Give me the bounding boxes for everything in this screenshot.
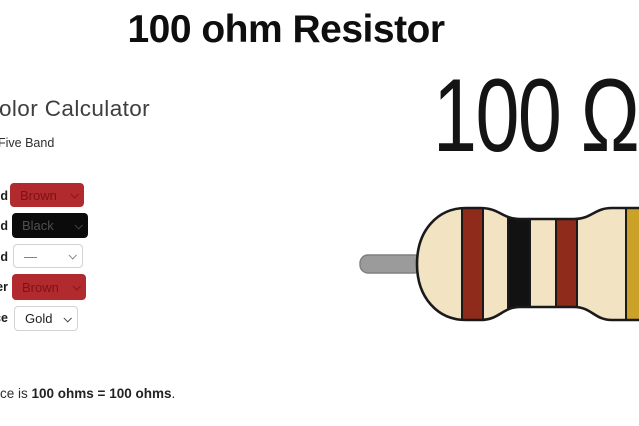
tolerance-select-value: Gold [25, 311, 53, 326]
resistor-lead [359, 254, 423, 274]
chevron-down-icon [70, 190, 79, 199]
five-band-tab[interactable]: Five Band [0, 136, 55, 150]
band1-select[interactable]: Brown [10, 183, 84, 207]
result-prefix: ce is [0, 386, 32, 401]
result-value-2: 100 ohms [109, 386, 172, 401]
result-equals: = [93, 386, 110, 401]
multiplier-select-value: Brown [22, 279, 59, 295]
calculator-heading: olor Calculator [0, 96, 151, 121]
resistor-band-2-black [507, 208, 531, 320]
chevron-down-icon [72, 282, 81, 291]
chevron-down-icon [63, 313, 72, 323]
resistor-band-4-gold [625, 208, 639, 320]
chevron-down-icon [74, 220, 83, 230]
resistance-result-text: ce is 100 ohms = 100 ohms. [0, 386, 175, 401]
band1-label: d [0, 189, 8, 203]
multiplier-select[interactable]: Brown [12, 274, 86, 300]
chevron-down-icon [68, 251, 77, 260]
result-value: 100 ohms [31, 386, 94, 401]
multiplier-label: er [0, 280, 8, 294]
band2-select[interactable]: Black [12, 213, 88, 238]
band2-label: nd [0, 219, 8, 233]
result-suffix: . [171, 386, 176, 401]
resistor-illustration [359, 206, 639, 322]
resistance-value-label: 100 Ω [433, 58, 639, 174]
resistor-band-3-brown [555, 208, 578, 320]
page-title: 100 ohm Resistor [127, 8, 445, 51]
resistor-body-outline [415, 206, 639, 322]
tolerance-label: ce [0, 311, 8, 325]
resistor-band-1-brown [461, 208, 484, 320]
band1-select-value: Brown [20, 187, 57, 203]
band3-label: d [0, 250, 8, 264]
band3-select-value: — [24, 248, 37, 264]
tolerance-select[interactable]: Gold [14, 306, 78, 331]
band2-select-value: Black [22, 218, 54, 233]
band3-select[interactable]: — [13, 244, 83, 268]
